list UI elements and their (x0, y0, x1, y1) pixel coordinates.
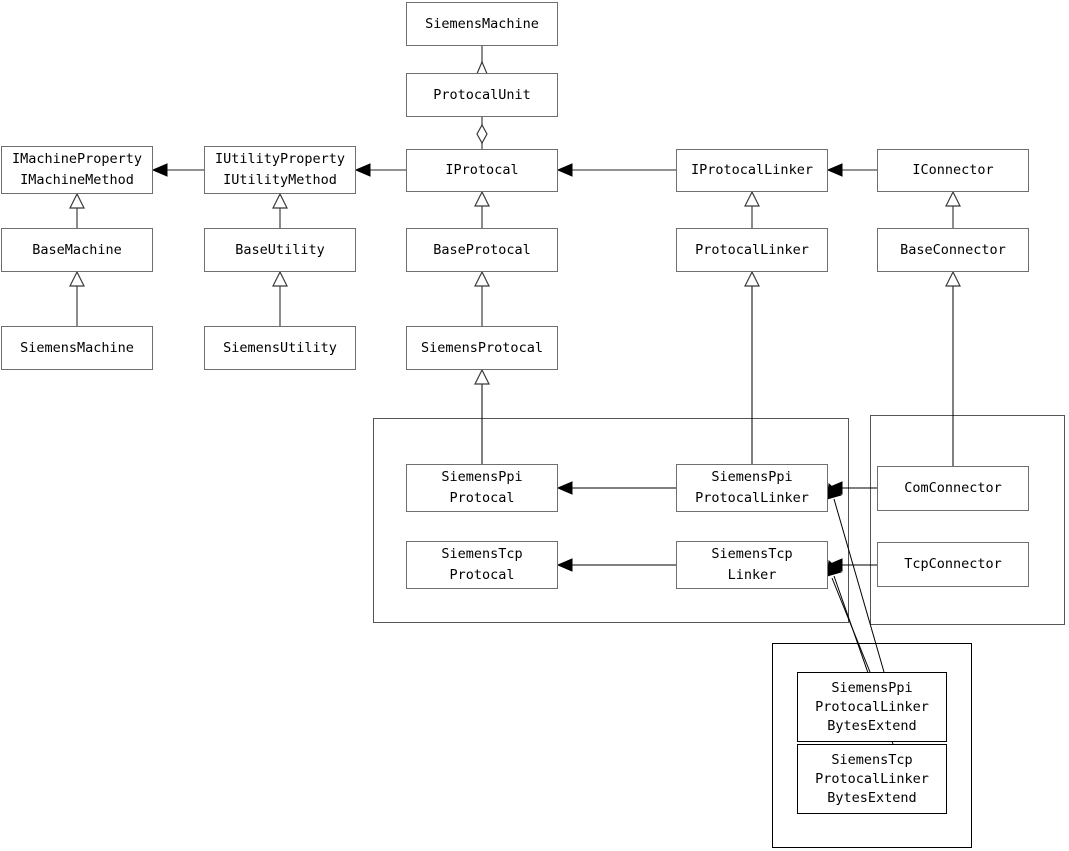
node-base-connector[interactable]: BaseConnector (877, 228, 1029, 272)
node-iutility-property-method[interactable]: IUtilityProperty IUtilityMethod (204, 146, 356, 194)
group-connector-implementations (870, 415, 1065, 625)
node-siemens-utility[interactable]: SiemensUtility (204, 326, 356, 370)
node-siemens-ppi-protocal-linker-bytes-extend[interactable]: SiemensPpi ProtocalLinker BytesExtend (797, 672, 947, 742)
group-bytes-extend (772, 643, 972, 848)
group-protocal-implementations (373, 418, 849, 623)
node-siemens-machine-top[interactable]: SiemensMachine (406, 2, 558, 46)
node-imachine-property-method[interactable]: IMachineProperty IMachineMethod (1, 146, 153, 194)
node-iconnector[interactable]: IConnector (877, 149, 1029, 192)
node-tcp-connector[interactable]: TcpConnector (877, 542, 1029, 587)
node-siemens-protocal[interactable]: SiemensProtocal (406, 326, 558, 370)
node-siemens-tcp-protocal-linker-bytes-extend[interactable]: SiemensTcp ProtocalLinker BytesExtend (797, 744, 947, 814)
node-siemens-tcp-linker[interactable]: SiemensTcp Linker (676, 541, 828, 589)
node-protocal-unit[interactable]: ProtocalUnit (406, 73, 558, 117)
node-siemens-tcp-protocal[interactable]: SiemensTcp Protocal (406, 541, 558, 589)
node-base-machine[interactable]: BaseMachine (1, 228, 153, 272)
node-iprotocal[interactable]: IProtocal (406, 149, 558, 192)
node-base-utility[interactable]: BaseUtility (204, 228, 356, 272)
node-protocal-linker[interactable]: ProtocalLinker (676, 228, 828, 272)
node-com-connector[interactable]: ComConnector (877, 466, 1029, 511)
node-siemens-ppi-protocal-linker[interactable]: SiemensPpi ProtocalLinker (676, 464, 828, 512)
node-siemens-machine[interactable]: SiemensMachine (1, 326, 153, 370)
node-base-protocal[interactable]: BaseProtocal (406, 228, 558, 272)
node-iprotocal-linker[interactable]: IProtocalLinker (676, 149, 828, 192)
node-siemens-ppi-protocal[interactable]: SiemensPpi Protocal (406, 464, 558, 512)
